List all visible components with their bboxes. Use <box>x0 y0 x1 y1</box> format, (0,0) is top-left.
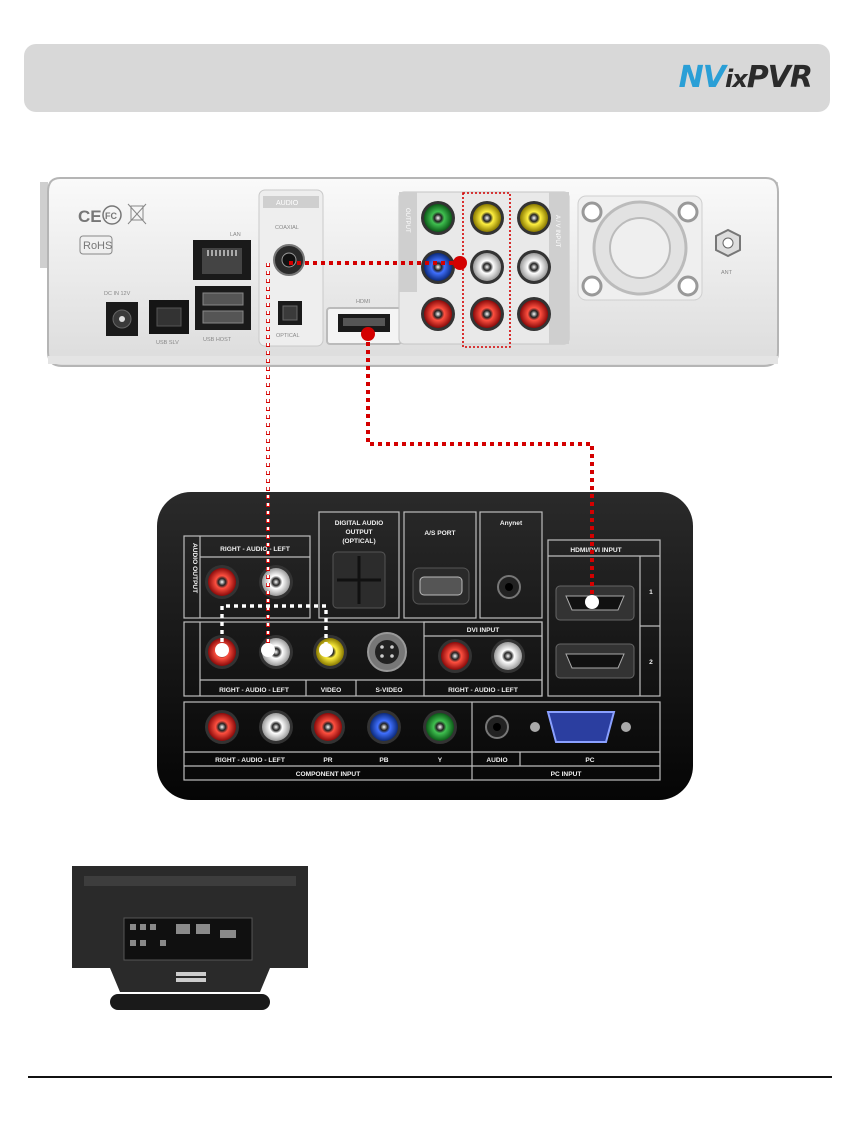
svg-text:ANT: ANT <box>721 270 733 276</box>
tv-rca-white-6 <box>491 639 525 673</box>
pc-label: PC <box>585 757 594 764</box>
tv-rear-panel: DIGITAL AUDIO OUTPUT (OPTICAL) A/S PORT … <box>157 492 693 800</box>
pc-input-label: PC INPUT <box>551 771 582 778</box>
tv-rca-white-1 <box>259 565 293 599</box>
footer-rule <box>28 1076 832 1078</box>
svg-text:DC IN 12V: DC IN 12V <box>104 291 131 297</box>
component-rl-label: RIGHT - AUDIO - LEFT <box>215 757 285 764</box>
device-rca-red-6 <box>421 297 455 331</box>
tv-rca-white-8 <box>259 710 293 744</box>
av-input-rl-label: RIGHT - AUDIO - LEFT <box>219 687 289 694</box>
dvi-input-label: DVI INPUT <box>467 627 500 634</box>
device-rca-red-7 <box>470 297 504 331</box>
tv-rca-red-5 <box>438 639 472 673</box>
digital-audio-label-3: (OPTICAL) <box>342 538 375 545</box>
svg-text:COAXIAL: COAXIAL <box>275 225 299 231</box>
tv-rca-red-7 <box>205 710 239 744</box>
svg-text:OPTICAL: OPTICAL <box>276 333 300 339</box>
pr-label: PR <box>323 757 332 764</box>
svg-text:AUDIO: AUDIO <box>276 200 299 207</box>
rohs-mark: RoHS <box>83 240 112 252</box>
svg-text:HDMI: HDMI <box>356 299 371 305</box>
hdmi-num-2: 2 <box>649 659 653 666</box>
device-rca-yellow-2 <box>517 201 551 235</box>
svg-text:USB SLV: USB SLV <box>156 340 179 346</box>
pvr-device-rear: CE FC RoHS DC IN 12V USB SLV LAN <box>40 178 778 366</box>
digital-audio-label-2: OUTPUT <box>345 529 372 536</box>
audio-output-rl-label: RIGHT - AUDIO - LEFT <box>220 546 290 553</box>
tv-back-photo <box>72 866 308 1012</box>
svg-text:OUTPUT: OUTPUT <box>404 208 410 233</box>
video-label: VIDEO <box>321 687 342 694</box>
device-rca-white-4 <box>470 250 504 284</box>
hdmi-num-1: 1 <box>649 589 653 596</box>
audio-label: AUDIO <box>486 757 507 764</box>
svg-text:LAN: LAN <box>230 232 241 238</box>
tv-rca-red-0 <box>205 565 239 599</box>
hdmi-input-2 <box>556 644 634 678</box>
as-port-label: A/S PORT <box>424 530 455 537</box>
ce-mark: CE <box>78 207 102 226</box>
dvi-rl-label: RIGHT - AUDIO - LEFT <box>448 687 518 694</box>
tv-rca-red-9 <box>311 710 345 744</box>
device-rca-yellow-1 <box>470 201 504 235</box>
optical-port <box>333 552 385 608</box>
s-video-port <box>368 633 406 671</box>
device-rca-white-5 <box>517 250 551 284</box>
digital-audio-label-1: DIGITAL AUDIO <box>335 520 384 527</box>
device-rca-green-0 <box>421 201 455 235</box>
fc-mark: FC <box>105 211 117 221</box>
svg-text:A / V INPUT: A / V INPUT <box>554 215 560 248</box>
fan-vent <box>578 196 702 300</box>
audio-output-vertical-label: AUDIO OUTPUT <box>191 543 198 593</box>
hdmi-dvi-label: HDMI/DVI INPUT <box>570 547 621 554</box>
tv-rca-green-11 <box>423 710 457 744</box>
anynet-label: Anynet <box>500 520 523 527</box>
anynet-jack <box>498 576 520 598</box>
rca-jack-grid <box>421 201 551 331</box>
as-port <box>413 568 469 604</box>
component-input-label: COMPONENT INPUT <box>296 771 360 778</box>
y-label: Y <box>438 757 443 764</box>
svg-text:USB HOST: USB HOST <box>203 337 232 343</box>
pb-label: PB <box>379 757 388 764</box>
pc-audio-jack <box>486 716 508 738</box>
device-rca-red-8 <box>517 297 551 331</box>
s-video-label: S-VIDEO <box>375 687 402 694</box>
tv-rca-blue-10 <box>367 710 401 744</box>
device-rca-blue-3 <box>421 250 455 284</box>
